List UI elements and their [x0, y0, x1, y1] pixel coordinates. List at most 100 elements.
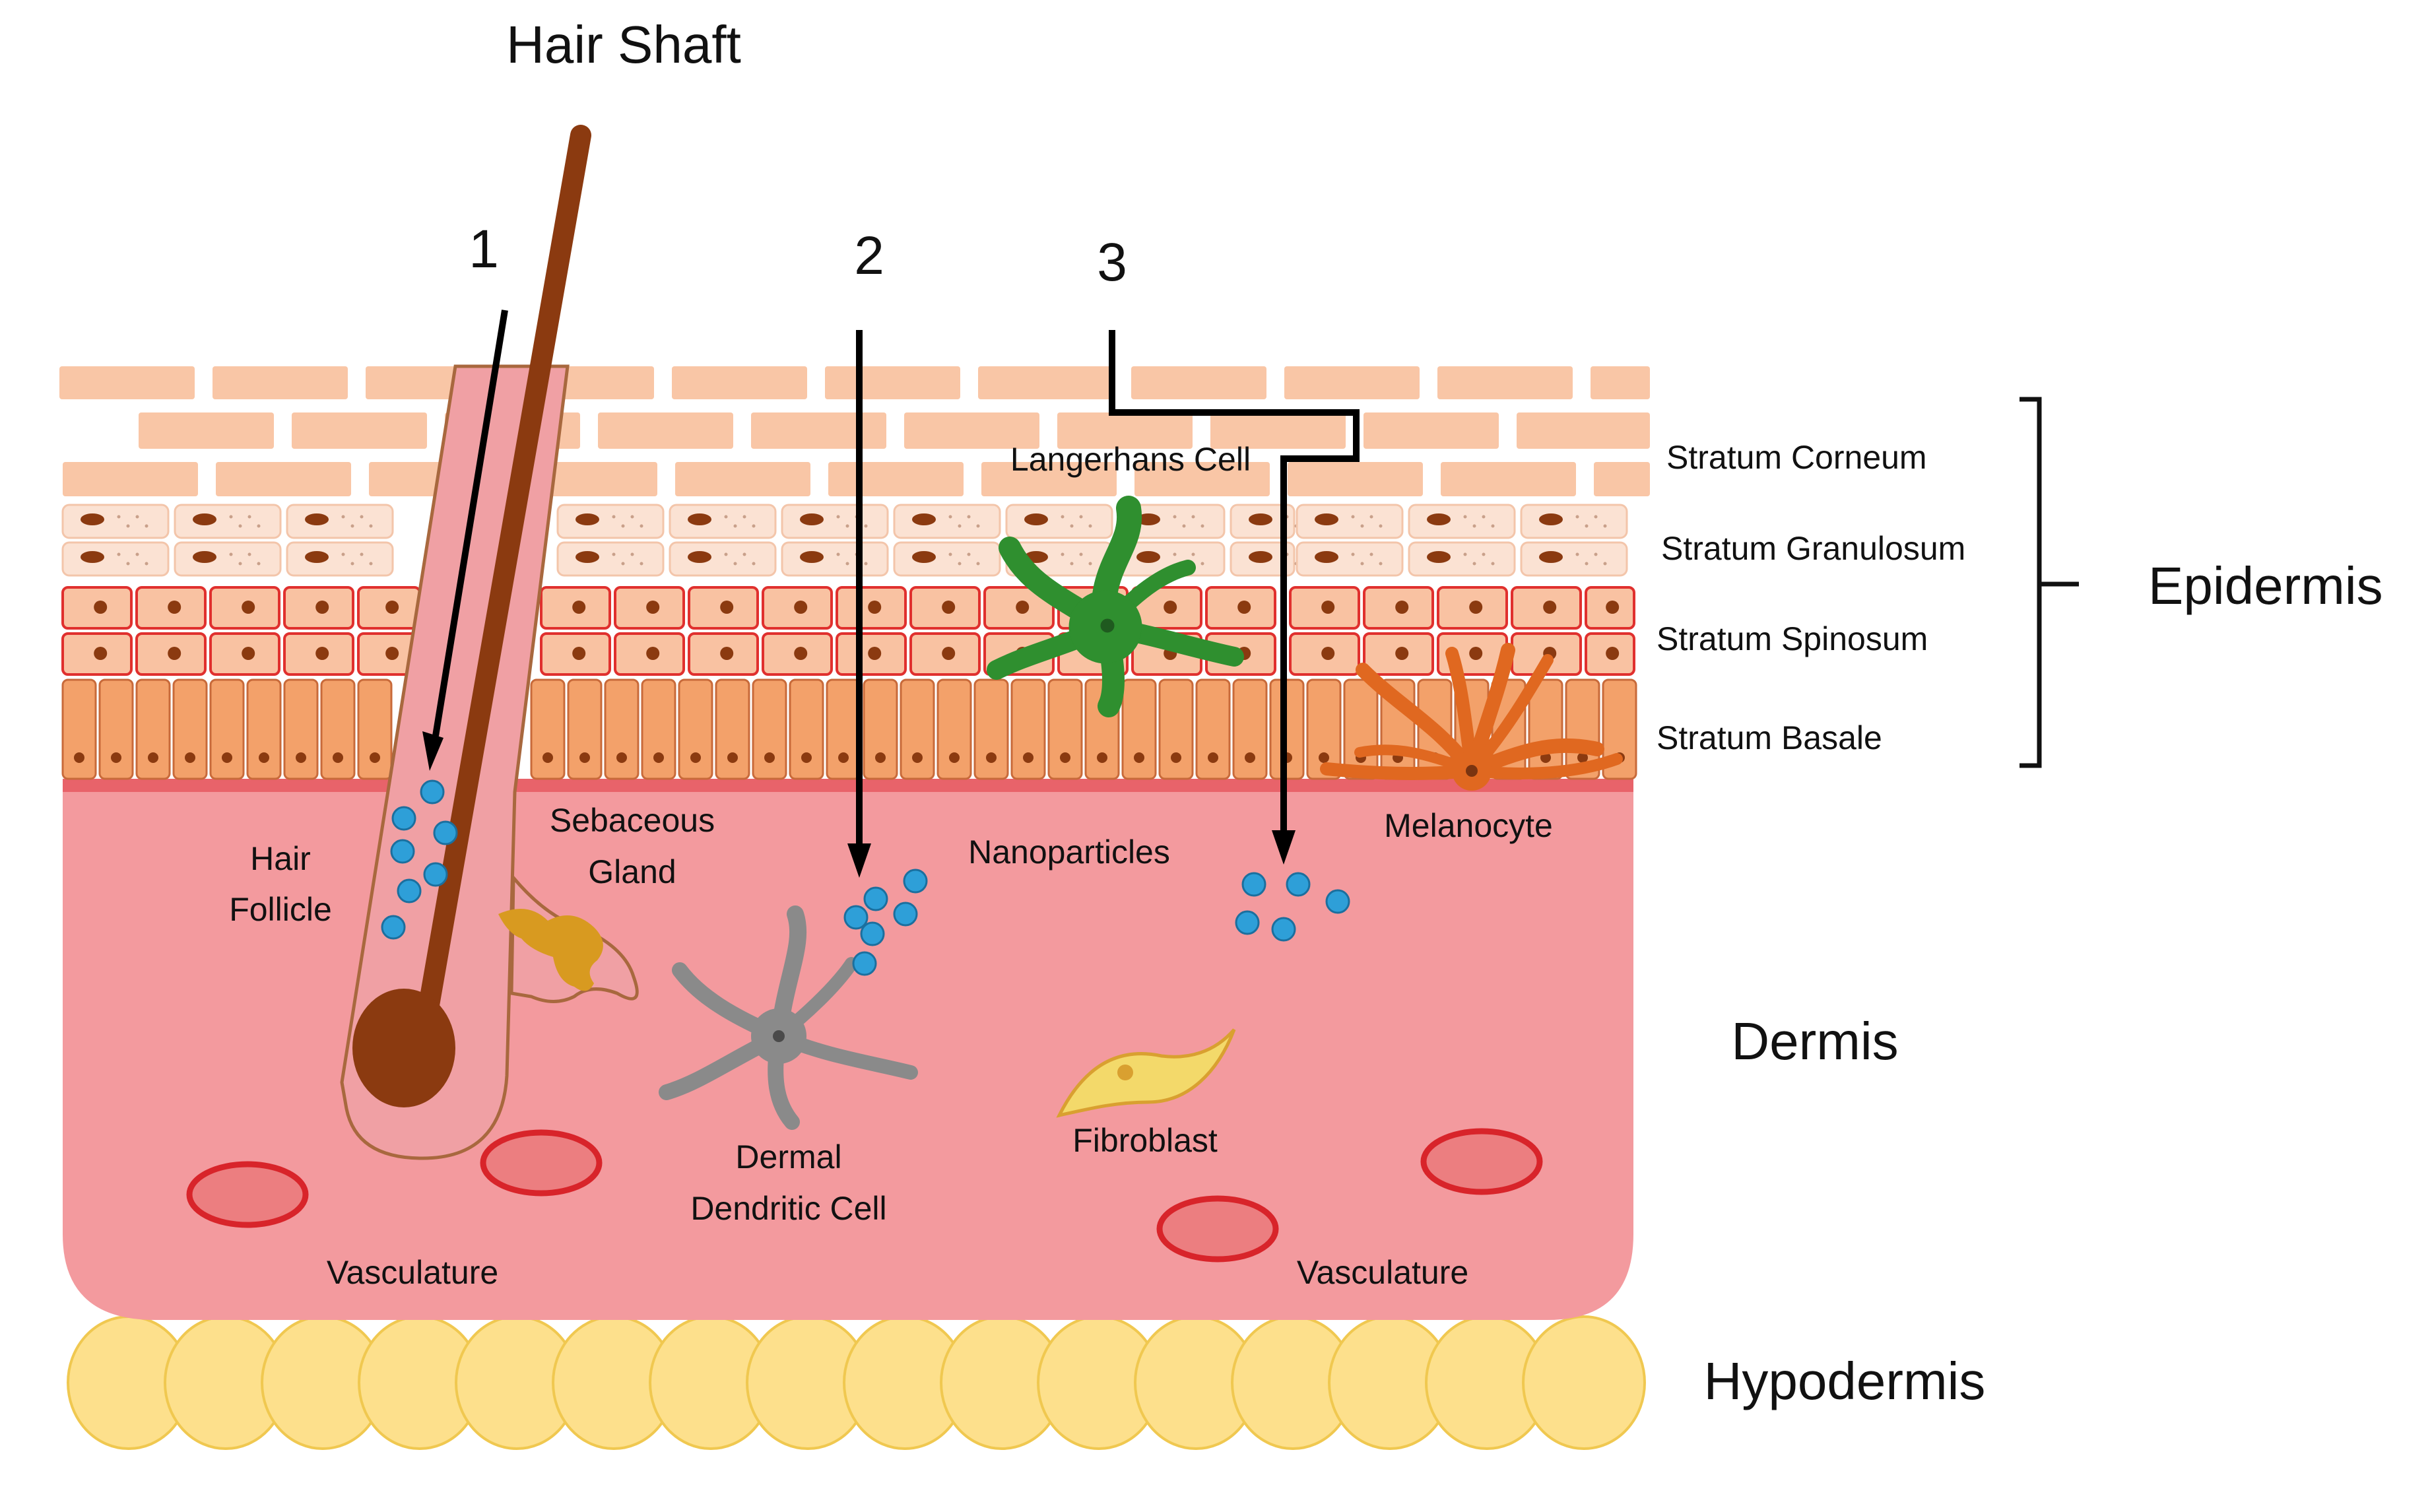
- hypodermis-layer: [67, 1315, 1646, 1450]
- blood-vessel: [1156, 1195, 1279, 1263]
- granule: [1463, 552, 1467, 556]
- cell-nucleus: [1427, 513, 1451, 525]
- cell-nucleus: [94, 647, 108, 660]
- cell-nucleus: [1237, 601, 1251, 614]
- cell-nucleus: [81, 551, 104, 563]
- vasculature-right-label: Vasculature: [1297, 1254, 1468, 1291]
- basale-cell: [1528, 678, 1563, 780]
- cell-nucleus: [1606, 647, 1620, 660]
- cell-nucleus: [242, 647, 255, 660]
- hair-follicle-label-line2: Follicle: [229, 891, 332, 928]
- granule: [948, 552, 952, 556]
- granulosum-cell: [556, 541, 665, 577]
- granule: [1070, 524, 1074, 528]
- cell-nucleus: [653, 752, 664, 763]
- basale-cell: [973, 678, 1009, 780]
- granule: [369, 562, 373, 566]
- granule: [247, 552, 251, 556]
- granule: [1360, 562, 1364, 566]
- cell-nucleus: [148, 752, 158, 763]
- corneum-cell: [1591, 366, 1650, 399]
- granulosum-cell: [893, 504, 1001, 539]
- granule: [1472, 524, 1476, 528]
- granule: [752, 562, 756, 566]
- cell-nucleus: [690, 752, 701, 763]
- hair-bulb: [352, 989, 455, 1107]
- basale-cell: [567, 678, 603, 780]
- cell-nucleus: [720, 647, 734, 660]
- granulosum-cell: [1408, 504, 1516, 539]
- granule: [1173, 515, 1177, 519]
- sebaceous-gland-label-line2: Gland: [588, 853, 676, 890]
- granule: [145, 524, 148, 528]
- corneum-cell: [1594, 462, 1650, 496]
- granule: [1182, 524, 1186, 528]
- granule: [1585, 524, 1589, 528]
- corneum-cell: [1288, 462, 1423, 496]
- granule: [976, 524, 980, 528]
- granule: [360, 552, 364, 556]
- cell-nucleus: [1395, 601, 1409, 614]
- granule: [742, 552, 746, 556]
- granule: [135, 552, 139, 556]
- cell-nucleus: [1539, 513, 1563, 525]
- granule: [1369, 515, 1373, 519]
- dermis-top-band: [63, 779, 1633, 792]
- route-3-arrowhead: [1272, 830, 1296, 865]
- corneum-cell: [1437, 366, 1573, 399]
- nanoparticle: [391, 806, 416, 831]
- corneum-cell: [981, 462, 1117, 496]
- granule: [247, 515, 251, 519]
- granule: [1482, 515, 1486, 519]
- cell-nucleus: [185, 752, 195, 763]
- granulosum-cell: [61, 541, 170, 577]
- cell-nucleus: [575, 551, 599, 563]
- granule: [958, 562, 962, 566]
- cell-nucleus: [1315, 551, 1338, 563]
- granule: [257, 524, 261, 528]
- nanoparticle: [433, 820, 458, 845]
- cell-nucleus: [800, 551, 824, 563]
- granule: [117, 552, 121, 556]
- granulosum-cell: [781, 504, 889, 539]
- stratum-corneum-layer: [59, 366, 1650, 496]
- granule: [845, 524, 849, 528]
- granule: [229, 552, 233, 556]
- basale-cell: [1158, 678, 1194, 780]
- granule: [1061, 552, 1065, 556]
- granule: [752, 524, 756, 528]
- stratum-spinosum-layer: [61, 586, 1635, 676]
- granule: [126, 562, 130, 566]
- route-3-arrow: [1109, 330, 1360, 832]
- cell-nucleus: [370, 752, 380, 763]
- cell-nucleus: [296, 752, 306, 763]
- basale-cell: [936, 678, 972, 780]
- granulosum-cell: [286, 504, 394, 539]
- cell-nucleus: [1469, 601, 1483, 614]
- cell-nucleus: [727, 752, 738, 763]
- granule: [948, 515, 952, 519]
- granule: [958, 524, 962, 528]
- basale-cell: [1010, 678, 1046, 780]
- cell-nucleus: [81, 513, 104, 525]
- cell-nucleus: [1539, 551, 1563, 563]
- granule: [1491, 562, 1495, 566]
- cell-nucleus: [1245, 752, 1255, 763]
- granule: [135, 515, 139, 519]
- granule: [1061, 515, 1065, 519]
- granule: [341, 515, 345, 519]
- cell-nucleus: [1319, 752, 1329, 763]
- nanoparticle: [381, 915, 406, 940]
- cell-nucleus: [875, 752, 886, 763]
- basale-cell: [283, 678, 319, 780]
- cell-nucleus: [1136, 551, 1160, 563]
- langerhans-cell-label: Langerhans Cell: [1010, 441, 1251, 478]
- basale-cell: [678, 678, 713, 780]
- granule: [1369, 552, 1373, 556]
- basale-cell: [1047, 678, 1083, 780]
- granulosum-cell: [174, 541, 282, 577]
- cell-nucleus: [1023, 752, 1034, 763]
- cell-nucleus: [222, 752, 232, 763]
- granule: [341, 552, 345, 556]
- granule: [630, 552, 634, 556]
